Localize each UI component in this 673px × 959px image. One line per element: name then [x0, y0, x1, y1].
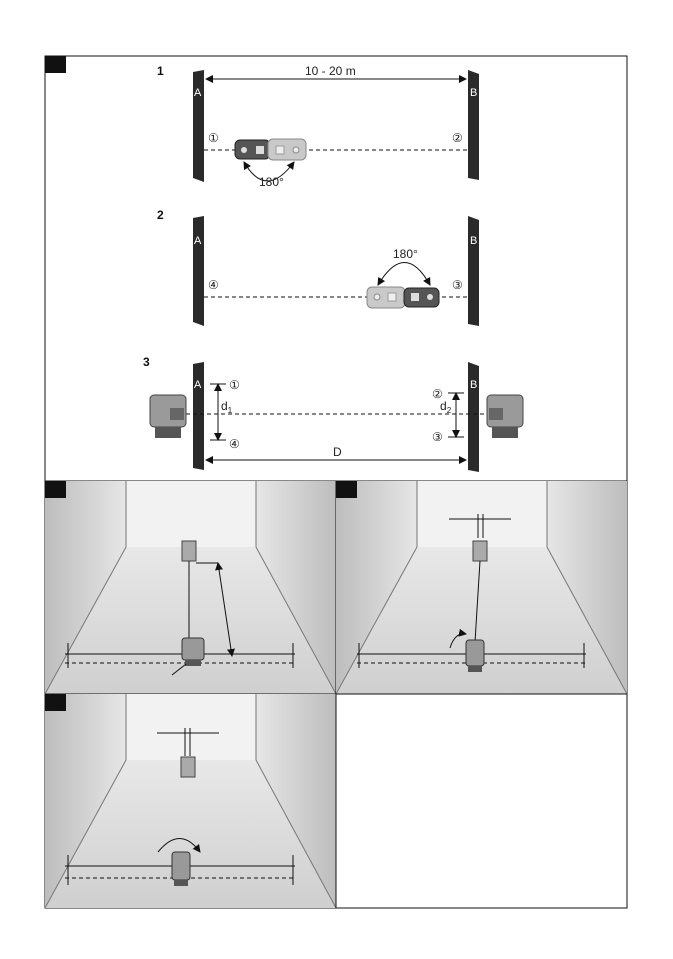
laser-device [172, 852, 190, 886]
panel-badge [336, 481, 357, 498]
rotation-label: 180° [393, 247, 418, 261]
panel-top-badge [45, 56, 66, 73]
wall-a [193, 216, 204, 326]
panel-room-1 [45, 481, 336, 694]
panel-room-2 [336, 481, 627, 694]
wall-b-letter: B [470, 87, 477, 99]
mark-1: ① [208, 131, 219, 145]
step-2-number: 2 [157, 208, 164, 222]
target-plate [181, 757, 195, 777]
wall-a-letter: A [194, 235, 202, 247]
wall-b-letter: B [470, 379, 477, 391]
step-1-number: 1 [157, 64, 164, 78]
wall-a-letter: A [194, 379, 202, 391]
laser-device-left [150, 395, 186, 438]
mark-3: ③ [432, 430, 443, 444]
target-plate [473, 541, 487, 561]
laser-device-right [487, 395, 523, 438]
panel-badge [45, 481, 66, 498]
panel-empty [336, 694, 627, 908]
wall-b [468, 216, 479, 326]
panel-badge [45, 694, 66, 711]
laser-device-pair [235, 139, 306, 160]
mark-4: ④ [208, 278, 219, 292]
laser-device-pair [367, 287, 439, 308]
mark-3: ③ [452, 278, 463, 292]
mark-2: ② [452, 131, 463, 145]
mark-4: ④ [229, 437, 240, 451]
panel-top: 1 A B 10 - 20 m ① ② 180° 2 [45, 56, 627, 481]
wall-a-letter: A [194, 87, 202, 99]
panel-room-3 [45, 694, 336, 908]
wall-b-letter: B [470, 235, 477, 247]
target-plate [182, 541, 196, 561]
laser-device [182, 638, 204, 666]
step-3-number: 3 [143, 355, 150, 369]
distance-label: D [333, 445, 342, 459]
laser-device [466, 640, 484, 672]
rotation-label: 180° [259, 175, 284, 189]
mark-1: ① [229, 378, 240, 392]
distance-label: 10 - 20 m [305, 64, 356, 78]
